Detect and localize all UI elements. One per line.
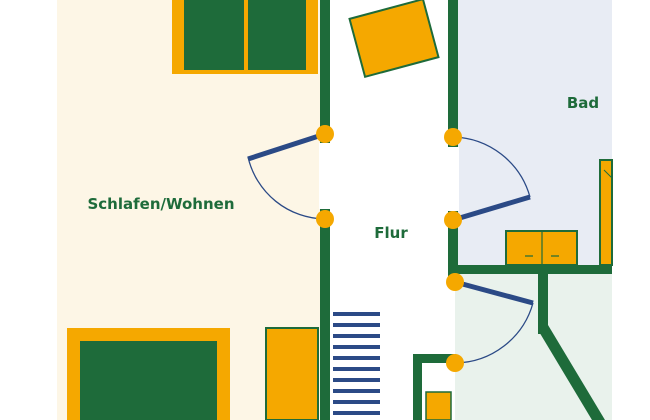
cabinet xyxy=(265,327,319,420)
room-label-flur: Flur xyxy=(374,224,408,242)
wall-stub-horizontal xyxy=(413,354,456,363)
door-lower xyxy=(454,279,534,364)
rotated-furniture xyxy=(348,0,440,79)
hinge-dot xyxy=(444,211,462,229)
wall-lower-divider xyxy=(538,274,548,334)
wall-bad-bottom xyxy=(458,265,612,274)
door-opening-left xyxy=(319,143,331,209)
wall-diagonal xyxy=(538,325,605,420)
door-swing-arc xyxy=(454,302,534,364)
hinge-dot xyxy=(446,273,464,291)
door-bad xyxy=(452,136,531,223)
hinge-dot xyxy=(316,210,334,228)
door-swing-arc xyxy=(452,136,531,198)
small-cabinet xyxy=(425,391,452,420)
hinge-dot xyxy=(446,354,464,372)
room-bad-floor xyxy=(455,0,612,268)
stairs xyxy=(333,312,380,415)
hinge-dot xyxy=(444,128,462,146)
door-swing-arc xyxy=(247,156,326,220)
door-panel xyxy=(247,131,326,162)
wall-stub-vertical xyxy=(413,354,422,420)
bed-bottom xyxy=(67,328,230,420)
hinge-dot xyxy=(316,125,334,143)
door-panel xyxy=(454,279,534,306)
door-opening-bad xyxy=(447,147,459,211)
room-label-bad: Bad xyxy=(567,94,599,112)
bath-tub xyxy=(599,159,613,266)
door-schlafen xyxy=(247,131,326,220)
hinges xyxy=(316,125,464,372)
bed-top xyxy=(172,0,318,74)
door-panel xyxy=(452,194,531,223)
bath-vanity xyxy=(505,230,578,266)
room-label-schlafen: Schlafen/Wohnen xyxy=(87,195,234,213)
